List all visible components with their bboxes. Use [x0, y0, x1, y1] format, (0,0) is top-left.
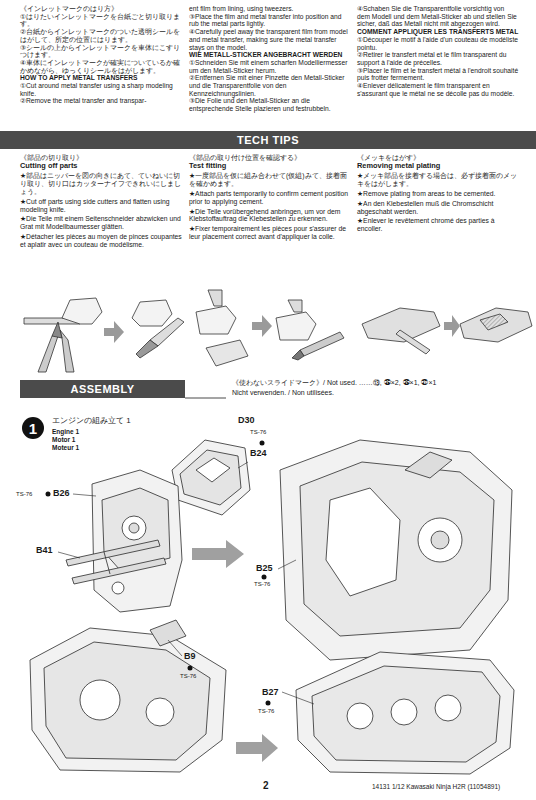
part-number: D30 — [238, 416, 255, 426]
heading-text: ④Schaben Sie die Transparentfolie vorsic… — [357, 5, 519, 28]
instruction-text: ★An den Klebestellen muß die Chromschich… — [357, 200, 519, 216]
instruction-text: ①Cut around metal transfer using a sharp… — [20, 82, 180, 97]
instruction-text: ①はりたいインレットマークを台紙ごと切り取ります。 — [20, 13, 180, 28]
instruction-text: ③Place the film and metal transfer into … — [189, 13, 350, 28]
paint-code: TS-76 — [180, 673, 196, 680]
instruction-text: ★Die Teile mit einem Seitenschneider abz… — [20, 215, 182, 231]
instruction-text: ①Schneiden Sie mit einem scharfen Modell… — [189, 59, 350, 74]
text-column: ent film from lining, using tweezers.③Pl… — [189, 5, 350, 113]
heading-text: HOW TO APPLY METAL TRANSFERS — [20, 74, 180, 82]
instruction-text: ④Enlever délicatement le film transparen… — [357, 82, 519, 97]
instruction-text: ④車体にインレットマークが確実についているか確かめながら、ゆっくりシールをはがし… — [20, 59, 180, 74]
instruction-text: ①Découper le motif à l'aide d'un couteau… — [357, 36, 519, 51]
part-number: B24 — [250, 449, 267, 459]
instruction-text: ★メッキ部品を接着する場合は、必ず接着面のメッキをはがします。 — [357, 172, 519, 188]
instruction-text: ★Remove plating from areas to be cemente… — [357, 190, 519, 198]
page-number: 2 — [263, 780, 269, 791]
part-number: B27 — [262, 688, 279, 698]
paint-code: TS-76 — [250, 429, 266, 436]
heading-text: 《部品の切り取り》 — [20, 154, 182, 162]
instruction-text: ★Détacher les pièces au moyen de pinces … — [20, 233, 182, 249]
heading-text: Test fitting — [189, 162, 351, 171]
instruction-text: ②Entfernen Sie mit einer Pinzette den Me… — [189, 74, 350, 97]
instruction-text: ②台紙からインレットマークのついた透明シールをはがして、所定の位置にはります。 — [20, 28, 180, 43]
heading-text: COMMENT APPLIQUER LES TRANSFERTS METAL — [357, 28, 519, 36]
instruction-text: ③シールの上からインレットマークを車体にこすりつけます。 — [20, 44, 180, 59]
instruction-text: ★Attach parts temporarily to confirm cem… — [189, 190, 351, 206]
instruction-text: ★一度部品を仮に組み合わせて(仮組)みて、接着面を確かめます。 — [189, 172, 351, 188]
heading-text: Removing metal plating — [357, 162, 519, 171]
paint-code: TS-76 — [16, 491, 32, 498]
paint-code: TS-76 — [254, 581, 270, 588]
note-text: 《使わないスライドマーク》/ Not used. ……⑬, ㉟×2, ㊱×1, … — [232, 379, 436, 387]
instruction-text: ★Cut off parts using side cutters and fl… — [20, 198, 182, 214]
heading-text: ent film from lining, using tweezers. — [189, 5, 350, 13]
paint-code: TS-76 — [258, 708, 274, 715]
step-title: Motor 1 — [52, 436, 75, 443]
part-number: B9 — [184, 652, 196, 662]
heading-text: Cutting off parts — [20, 162, 182, 171]
instruction-text: ★Die Teile vorübergehend anbringen, um v… — [189, 208, 351, 224]
part-number: B26 — [53, 489, 70, 499]
step-title: Moteur 1 — [52, 444, 79, 451]
node-text: ASSEMBLY — [70, 383, 134, 395]
instruction-text: ③Die Folie und den Metall-Sticker an die… — [189, 97, 350, 112]
instruction-text: ★Fixer temporairement les pièces pour s'… — [189, 225, 351, 241]
text-column: ④Schaben Sie die Transparentfolie vorsic… — [357, 5, 519, 97]
instruction-text: ②Retirer le transfert métal et le film t… — [357, 51, 519, 66]
note-text: Nicht verwenden. / Non utilisées. — [232, 389, 334, 397]
instruction-text: ④Carefully peel away the transparent fil… — [189, 28, 350, 51]
instruction-text: ★部品はニッパーを図の向きにあて、ていねいに切り取り、切り口はカッターナイフでき… — [20, 172, 182, 195]
node-text: 1 — [29, 420, 37, 437]
instruction-text: ★Enlever le revêtement chromé des partie… — [357, 217, 519, 233]
text-column: 《部品の取り付け位置を確認する》Test fitting★一度部品を仮に組み合わ… — [189, 154, 351, 241]
step-title: エンジンの組み立て 1 — [52, 417, 131, 426]
part-number: B25 — [256, 564, 273, 574]
node-text: TECH TIPS — [237, 134, 299, 146]
step-number: 1 — [22, 417, 44, 439]
kit-code: 14131 1/12 Kawasaki Ninja H2R (11054891) — [372, 783, 500, 790]
instruction-text: ②Remove the metal transfer and transpar- — [20, 97, 180, 105]
part-number: B41 — [36, 546, 53, 556]
text-column: 《部品の切り取り》Cutting off parts★部品はニッパーを図の向きに… — [20, 154, 182, 249]
text-column: 《メッキをはがす》Removing metal plating★メッキ部品を接着… — [357, 154, 519, 233]
instruction-text: ③Placer le film et le transfert métal à … — [357, 67, 519, 82]
section-band: TECH TIPS — [0, 131, 536, 149]
section-band: ASSEMBLY — [20, 380, 185, 398]
text-column: 《インレットマークのはり方》①はりたいインレットマークを台紙ごと切り取ります。②… — [20, 5, 180, 105]
heading-text: 《インレットマークのはり方》 — [20, 5, 180, 13]
heading-text: WIE METALL-STICKER ANGEBRACHT WERDEN — [189, 51, 350, 59]
heading-text: 《部品の取り付け位置を確認する》 — [189, 154, 351, 162]
step-title: Engine 1 — [52, 428, 79, 435]
heading-text: 《メッキをはがす》 — [357, 154, 519, 162]
